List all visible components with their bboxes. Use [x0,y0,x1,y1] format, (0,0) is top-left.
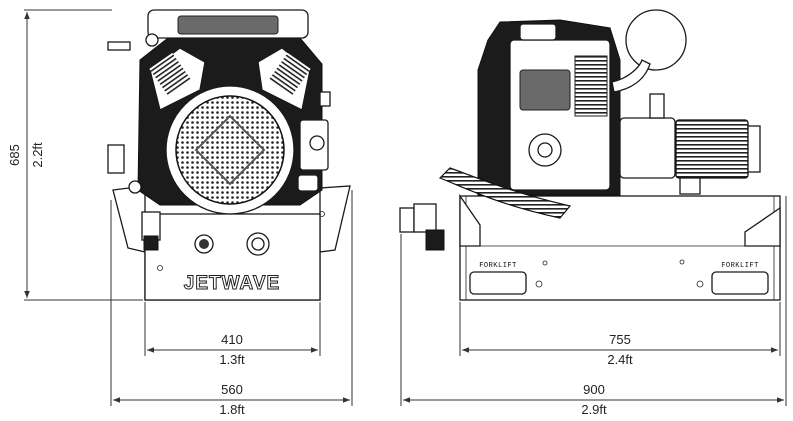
side-pump-head [675,119,749,179]
side-air-filter-ball [625,9,687,71]
front-fill-cap-center [199,239,209,249]
front-switch-box [107,144,125,174]
side-cylinder-fins [574,55,608,117]
overall-width-unit: 1.8ft [219,402,245,417]
height-value: 685 [7,144,22,166]
front-fan-hub [194,114,266,186]
front-throttle-lever [107,41,131,51]
overall-length-value: 900 [583,382,605,397]
front-fins-right [269,52,311,96]
front-air-cleaner-cover [177,15,279,35]
front-valve-outlet [143,235,159,251]
side-pump-foot [679,177,701,195]
side-starter-hub [537,142,553,158]
side-gearbox [619,117,676,179]
inner-width-unit: 1.3ft [219,352,245,367]
inner-length-value: 755 [609,332,631,347]
front-inner-width-dimension: 410 1.3ft [144,302,321,367]
overall-width-value: 560 [221,382,243,397]
front-base-panel [144,213,321,301]
side-carburetor [519,69,571,111]
front-choke-knob [145,33,159,47]
front-bolt-right [319,211,325,217]
side-bolt-right [696,280,704,288]
front-fuel-pump-dial [309,135,325,151]
side-top-cover [519,23,557,41]
side-overall-length-dimension: 900 2.9ft [400,196,787,417]
side-rivet-2 [679,259,685,265]
side-inner-length-dimension: 755 2.4ft [459,302,781,367]
front-fuel-fitting [319,91,331,107]
front-overall-width-dimension: 560 1.8ft [110,190,353,417]
side-pump-end-cap [747,125,761,173]
side-valve-body [413,203,437,233]
side-view: FORKLIFT FORKLIFT [399,9,781,301]
inner-width-value: 410 [221,332,243,347]
side-rivet-1 [542,260,548,266]
brand-logo-text: JETWAVE [184,273,280,294]
front-filter [297,174,319,192]
side-hose [438,167,572,219]
front-height-dimension: 685 2.2ft [7,9,143,301]
forklift-label-left: FORKLIFT [479,262,517,270]
height-unit: 2.2ft [30,142,45,168]
forklift-label-right: FORKLIFT [721,262,759,270]
forklift-pocket-left [469,271,527,295]
side-bolt-left [535,280,543,288]
side-bracket-left [459,193,481,247]
side-air-intake-pipe [611,59,651,93]
overall-length-unit: 2.9ft [581,402,607,417]
front-fins-left [149,52,191,96]
inner-length-unit: 2.4ft [607,352,633,367]
front-fan-grille [175,95,285,205]
side-valve-outlet [425,229,445,251]
front-oil-cap [128,180,142,194]
front-drain-port-inner [251,237,265,251]
forklift-pocket-right [711,271,769,295]
front-view: JETWAVE [107,9,351,301]
side-bracket-right [744,206,781,247]
front-bolt-left [157,265,163,271]
side-valve-stub [399,207,415,233]
side-unloader-valve [649,93,665,119]
